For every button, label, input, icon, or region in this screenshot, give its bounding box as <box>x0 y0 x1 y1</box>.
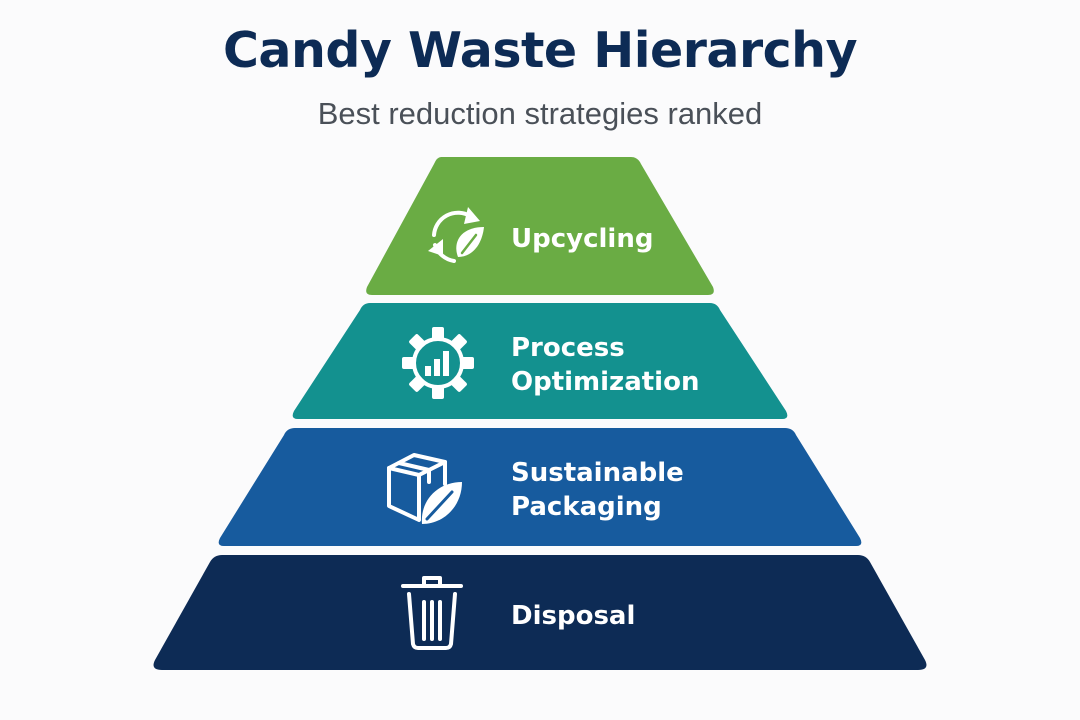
tier-process-optimization: Process Optimization <box>292 303 788 419</box>
tier-sustainable-packaging-label: Sustainable Packaging <box>511 458 693 522</box>
tier-sustainable-packaging: Sustainable Packaging <box>218 428 862 546</box>
gear-chart-icon <box>402 327 474 399</box>
diagram-subtitle: Best reduction strategies ranked <box>317 96 763 131</box>
tier-sustainable-packaging-label-line-1: Sustainable <box>511 458 684 488</box>
tier-process-optimization-label-line-2: Optimization <box>511 367 699 397</box>
tier-disposal: Disposal <box>153 555 927 670</box>
trash-can-icon <box>401 576 463 650</box>
diagram-title: Candy Waste Hierarchy <box>222 22 858 79</box>
tier-upcycling: Upcycling <box>366 157 714 295</box>
tier-process-optimization-label: Process Optimization <box>511 333 699 397</box>
recycle-leaf-icon <box>428 207 484 263</box>
tier-upcycling-label: Upcycling <box>511 224 653 254</box>
box-leaf-icon <box>387 453 462 524</box>
tier-sustainable-packaging-band <box>218 428 862 546</box>
tier-upcycling-label-line: Upcycling <box>511 224 653 254</box>
tier-disposal-label: Disposal <box>511 601 635 631</box>
tier-disposal-label-line: Disposal <box>511 601 635 631</box>
tier-process-optimization-label-line-1: Process <box>511 333 625 363</box>
tier-disposal-band <box>153 555 927 670</box>
tier-sustainable-packaging-label-line-2: Packaging <box>511 492 662 522</box>
